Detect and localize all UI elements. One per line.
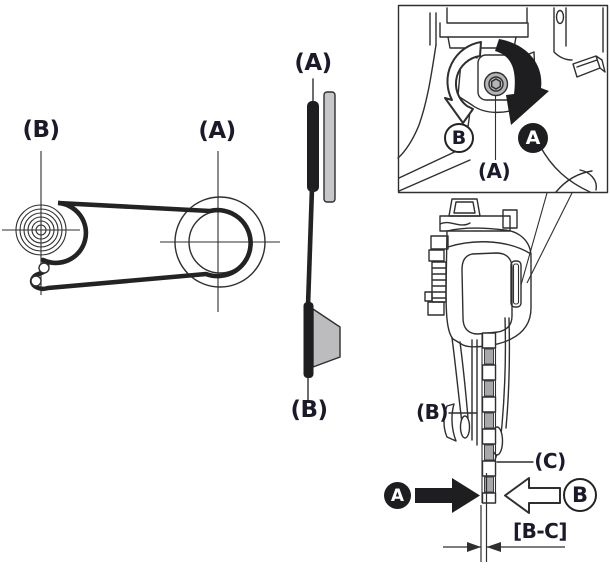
adjustment-screw-icon: [483, 71, 509, 97]
chain-links: [481, 332, 497, 504]
inset-screw-label: (A): [477, 159, 511, 183]
chain-guide-outer-bar: [307, 101, 319, 192]
dimension-lines: [443, 473, 565, 562]
push-arrow-a-black: [415, 478, 480, 513]
top-view-chainring-label: (A): [198, 118, 236, 144]
chain-line-side-view: [303, 78, 341, 401]
side-view-top-label: (A): [294, 50, 332, 76]
guide-pulley-icon: [30, 275, 42, 287]
chain-label: (C): [534, 449, 566, 473]
chain-loop: [29, 200, 253, 292]
spiral-pulley: [15, 204, 67, 256]
push-arrows: [415, 477, 561, 514]
clearance-dimension-label: [B-C]: [512, 519, 568, 543]
inner-plate-label: (B): [415, 400, 449, 424]
inset-box: [397, 4, 609, 194]
callout-lines: [520, 192, 573, 286]
chain-side-bar: [303, 302, 314, 378]
front-derailleur-art: [424, 198, 534, 504]
rotate-clockwise-arrow: [495, 39, 549, 125]
push-badge-a: A: [384, 482, 411, 509]
inset-badge-a: A: [518, 123, 548, 153]
tension-pulley-icon: [38, 262, 50, 274]
side-view-bottom-label: (B): [290, 397, 328, 423]
push-badge-b: B: [563, 478, 597, 512]
derailleur-body-outline: [445, 227, 532, 348]
rotate-counterclockwise-arrow: [444, 41, 482, 124]
top-view-pulley-label: (B): [22, 117, 60, 143]
chainring-side-bar: [323, 91, 336, 203]
inset-badge-b: B: [444, 123, 474, 153]
push-arrow-b-white: [504, 477, 561, 514]
chain-top-view: [2, 151, 280, 312]
sprocket-side-shape: [312, 307, 341, 369]
